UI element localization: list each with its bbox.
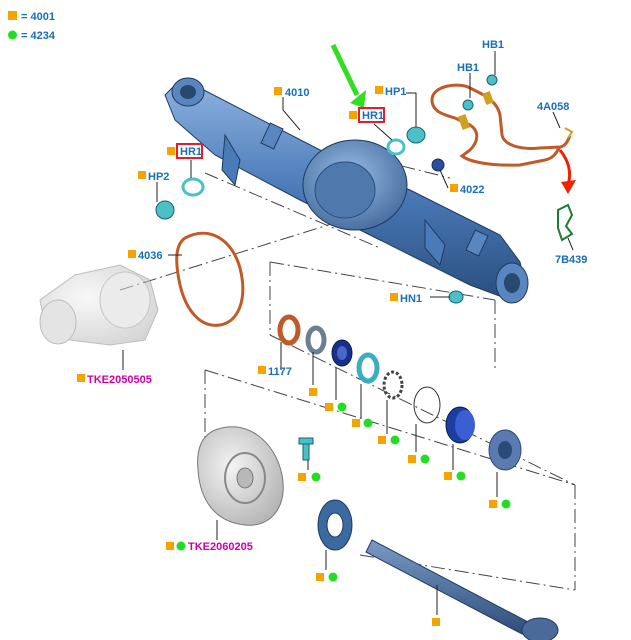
axle-shaft	[365, 539, 559, 640]
marker-circle-icon	[456, 471, 466, 481]
marker-square-icon	[489, 500, 497, 508]
differential-assembly	[39, 264, 159, 346]
green-arrow-icon	[330, 43, 366, 108]
label-hp2: HP2	[148, 171, 169, 183]
marker-square-icon	[325, 403, 333, 411]
brake-pipe	[430, 74, 574, 167]
legend-square-icon	[8, 11, 17, 20]
label-4010: 4010	[285, 87, 309, 99]
marker-circle-icon	[176, 541, 186, 551]
marker-square-icon	[167, 147, 175, 155]
marker-square-icon	[408, 455, 416, 463]
label-hb1-b: HB1	[457, 62, 479, 74]
legend-4234-text: = 4234	[21, 30, 56, 42]
marker-square-icon	[258, 366, 266, 374]
marker-square-icon	[309, 388, 317, 396]
legend-4001-text: = 4001	[21, 11, 55, 23]
breather-parts	[155, 126, 464, 304]
bracket-7b439	[557, 203, 574, 242]
marker-circle-icon	[390, 435, 400, 445]
label-hr1-top: HR1	[362, 110, 384, 122]
leader-lines	[122, 51, 574, 615]
label-tke2050505: TKE2050505	[87, 374, 152, 386]
label-4036: 4036	[138, 250, 162, 262]
marker-circle-icon	[363, 418, 373, 428]
marker-square-icon	[352, 419, 360, 427]
marker-circle-icon	[311, 472, 321, 482]
legend: = 4001 = 4234	[8, 11, 56, 42]
marker-square-icon	[450, 184, 458, 192]
label-7b439: 7B439	[555, 254, 587, 266]
label-hb1-a: HB1	[482, 39, 504, 51]
marker-circle-icon	[328, 572, 338, 582]
highlight-box	[176, 143, 203, 159]
marker-circle-icon	[337, 402, 347, 412]
label-4a058: 4A058	[537, 101, 569, 113]
marker-square-icon	[378, 436, 386, 444]
part-labels: 4010 HP1 HR1 HB1 HB1 4A058 HR1 HP2 4022 …	[77, 39, 587, 626]
red-arrow-icon	[558, 149, 576, 194]
marker-square-icon	[298, 473, 306, 481]
marker-square-icon	[274, 87, 282, 95]
axle-housing	[164, 77, 529, 304]
marker-square-icon	[138, 171, 146, 179]
marker-circle-icon	[420, 454, 430, 464]
marker-square-icon	[444, 472, 452, 480]
marker-square-icon	[316, 573, 324, 581]
marker-square-icon	[128, 250, 136, 258]
label-hr1-left: HR1	[180, 146, 202, 158]
marker-square-icon	[432, 618, 440, 626]
retainer-plate	[317, 499, 353, 551]
marker-square-icon	[77, 374, 85, 382]
label-4022: 4022	[460, 184, 484, 196]
label-hp1: HP1	[385, 86, 406, 98]
marker-square-icon	[349, 111, 357, 119]
bearing-stack	[277, 314, 522, 471]
marker-square-icon	[166, 542, 174, 550]
marker-circle-icon	[501, 499, 511, 509]
label-1177: 1177	[268, 366, 292, 378]
marker-square-icon	[375, 86, 383, 94]
marker-square-icon	[390, 293, 398, 301]
label-tke2060205: TKE2060205	[188, 541, 253, 553]
brake-backing-plate	[197, 426, 284, 526]
legend-circle-icon	[8, 30, 17, 40]
gasket-4036	[175, 231, 245, 327]
wheel-bolt	[298, 437, 314, 461]
highlight-box	[358, 107, 385, 123]
label-hn1: HN1	[400, 293, 422, 305]
